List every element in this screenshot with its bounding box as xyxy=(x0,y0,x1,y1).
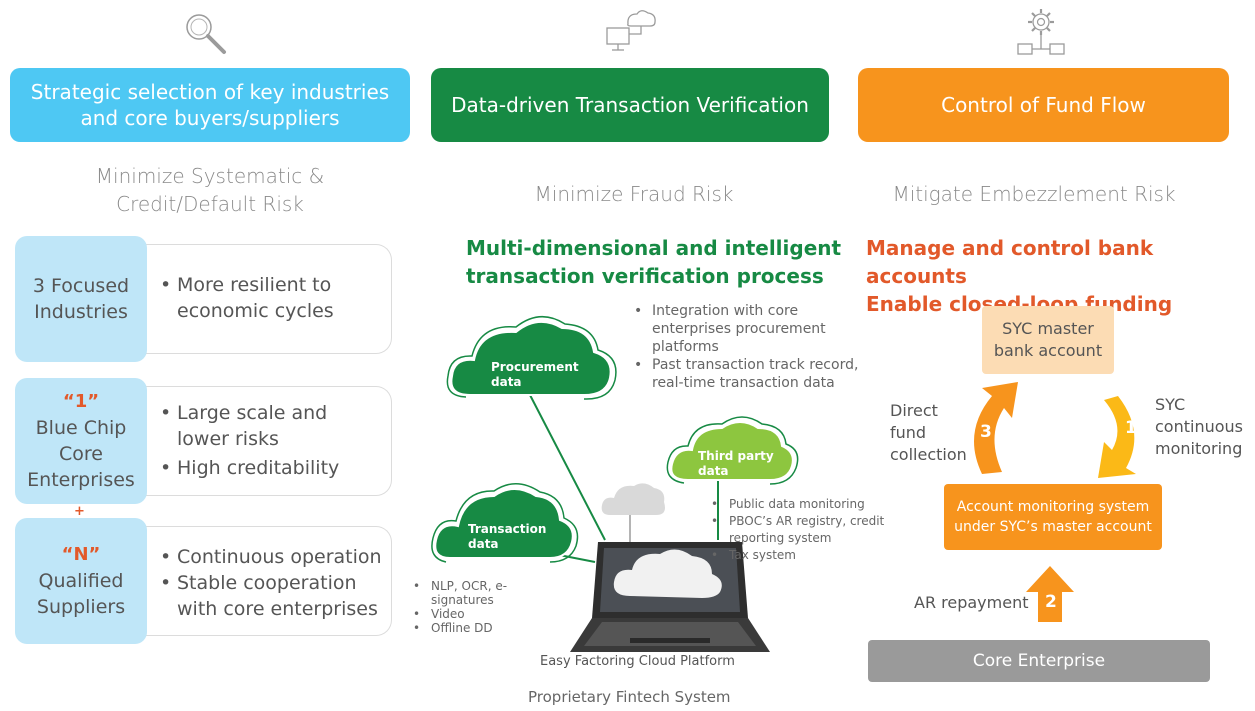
banner-line: Control of Fund Flow xyxy=(941,93,1146,117)
bullet-item: Offline DD xyxy=(411,621,521,635)
system-label: Proprietary Fintech System xyxy=(528,688,731,706)
platform-label: Easy Factoring Cloud Platform xyxy=(540,654,735,669)
transaction-bullets: NLP, OCR, e-signatures Video Offline DD xyxy=(411,579,521,635)
bullet-item: Large scale and lower risks xyxy=(160,400,370,452)
banner-line: Strategic selection of key industries xyxy=(30,80,390,104)
banner-line: Data-driven Transaction Verification xyxy=(451,93,809,117)
bullet-item: High creditability xyxy=(160,455,370,481)
bullet-item: Video xyxy=(411,607,521,621)
arrow-1 xyxy=(1098,396,1136,478)
step-2-number: 2 xyxy=(1045,592,1057,612)
bullet-item: Stable cooperation with core enterprises xyxy=(160,570,390,622)
arrow-2 xyxy=(1026,566,1074,622)
arrow-3 xyxy=(974,382,1018,474)
pillar-3-bullets: Continuous operation Stable cooperation … xyxy=(160,544,390,622)
step-1-number: 1 xyxy=(1125,418,1137,438)
bullet-item: Continuous operation xyxy=(160,544,390,570)
banner-line: and core buyers/suppliers xyxy=(80,106,340,130)
cloud-computer-icon xyxy=(603,6,659,56)
flow-arrows xyxy=(974,382,1136,622)
bullet-item: More resilient to economic cycles xyxy=(160,272,360,324)
pillar-1-bullets: More resilient to economic cycles xyxy=(160,272,360,324)
magnifier-icon xyxy=(180,8,232,56)
step-2-label: AR repayment xyxy=(914,593,1029,612)
core-enterprise-bar: Core Enterprise xyxy=(868,640,1210,682)
step-3-number: 3 xyxy=(980,422,992,442)
transaction-cloud xyxy=(434,488,574,559)
bullet-item: PBOC’s AR registry, credit reporting sys… xyxy=(709,513,889,547)
banner-fund-flow: Control of Fund Flow xyxy=(858,68,1229,142)
gear-network-icon xyxy=(1012,6,1070,58)
bullet-item: NLP, OCR, e-signatures xyxy=(411,579,521,607)
grey-cloud-icon xyxy=(601,483,665,515)
third-party-bullets: Public data monitoring PBOC’s AR registr… xyxy=(709,496,889,564)
third-party-cloud xyxy=(670,421,794,481)
bullet-item: Past transaction track record, real-time… xyxy=(632,356,892,392)
banner-transaction-verification: Data-driven Transaction Verification xyxy=(431,68,829,142)
risk-subtitle-2: Minimize Fraud Risk xyxy=(534,182,734,206)
procurement-cloud xyxy=(450,321,612,397)
bullet-item: Public data monitoring xyxy=(709,496,889,513)
plus-sign: + xyxy=(74,504,85,519)
connector-line xyxy=(529,394,606,541)
risk-subtitle-3: Mitigate Embezzlement Risk xyxy=(892,182,1176,206)
procurement-bullets: Integration with core enterprises procur… xyxy=(632,302,892,392)
bullet-item: Tax system xyxy=(709,547,889,564)
pillar-2-bullets: Large scale and lower risks High credita… xyxy=(160,400,370,481)
risk-subtitle-1: Minimize Systematic &Credit/Default Risk xyxy=(95,164,325,216)
bullet-item: Integration with core enterprises procur… xyxy=(632,302,852,356)
